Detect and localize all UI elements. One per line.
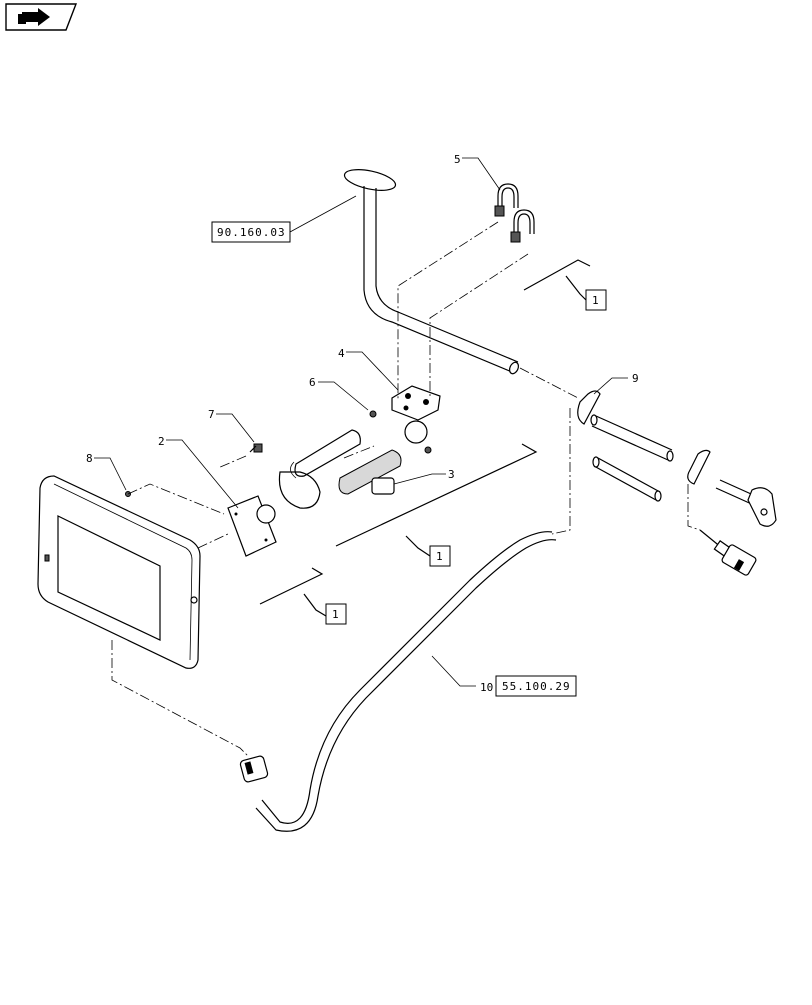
leader-lines: [94, 157, 628, 687]
bracket-ref-box[interactable]: 90.160.03: [211, 221, 291, 243]
bracket-ref-text: 90.160.03: [217, 226, 286, 239]
wire-harness: [239, 531, 557, 832]
section-brackets: [259, 259, 591, 617]
mounting-bracket: [343, 169, 520, 375]
section-box-3-text: 1: [332, 608, 339, 621]
harness-connector-right: [699, 529, 757, 576]
tube-clamp-set: [577, 390, 777, 527]
mount-plate: [369, 385, 441, 454]
section-box-2[interactable]: 1: [429, 545, 451, 567]
harness-ref-box[interactable]: 55.100.29: [495, 675, 577, 697]
section-box-2-text: 1: [436, 550, 443, 563]
callout-6: 6: [309, 376, 316, 389]
callout-10: 10: [480, 681, 493, 694]
screw: [249, 443, 263, 453]
harness-ref-text: 55.100.29: [502, 680, 571, 693]
ball-mount: [227, 471, 321, 557]
callout-9: 9: [632, 372, 639, 385]
callout-labels: 5 4 6 7 2 8 3 9 10: [86, 153, 639, 694]
u-bolt-lower: [510, 209, 535, 243]
section-box-1[interactable]: 1: [585, 289, 607, 311]
callout-3: 3: [448, 468, 455, 481]
section-box-1-text: 1: [592, 294, 599, 307]
callout-7: 7: [208, 408, 215, 421]
alignment-lines: [111, 221, 701, 757]
callout-8: 8: [86, 452, 93, 465]
next-page-arrow-icon[interactable]: [5, 3, 78, 31]
section-box-3[interactable]: 1: [325, 603, 347, 625]
clamp-arm: [290, 429, 402, 495]
display-monitor: [37, 475, 201, 669]
callout-4: 4: [338, 347, 345, 360]
callout-2: 2: [158, 435, 165, 448]
callout-5: 5: [454, 153, 461, 166]
u-bolt-upper: [494, 183, 519, 217]
